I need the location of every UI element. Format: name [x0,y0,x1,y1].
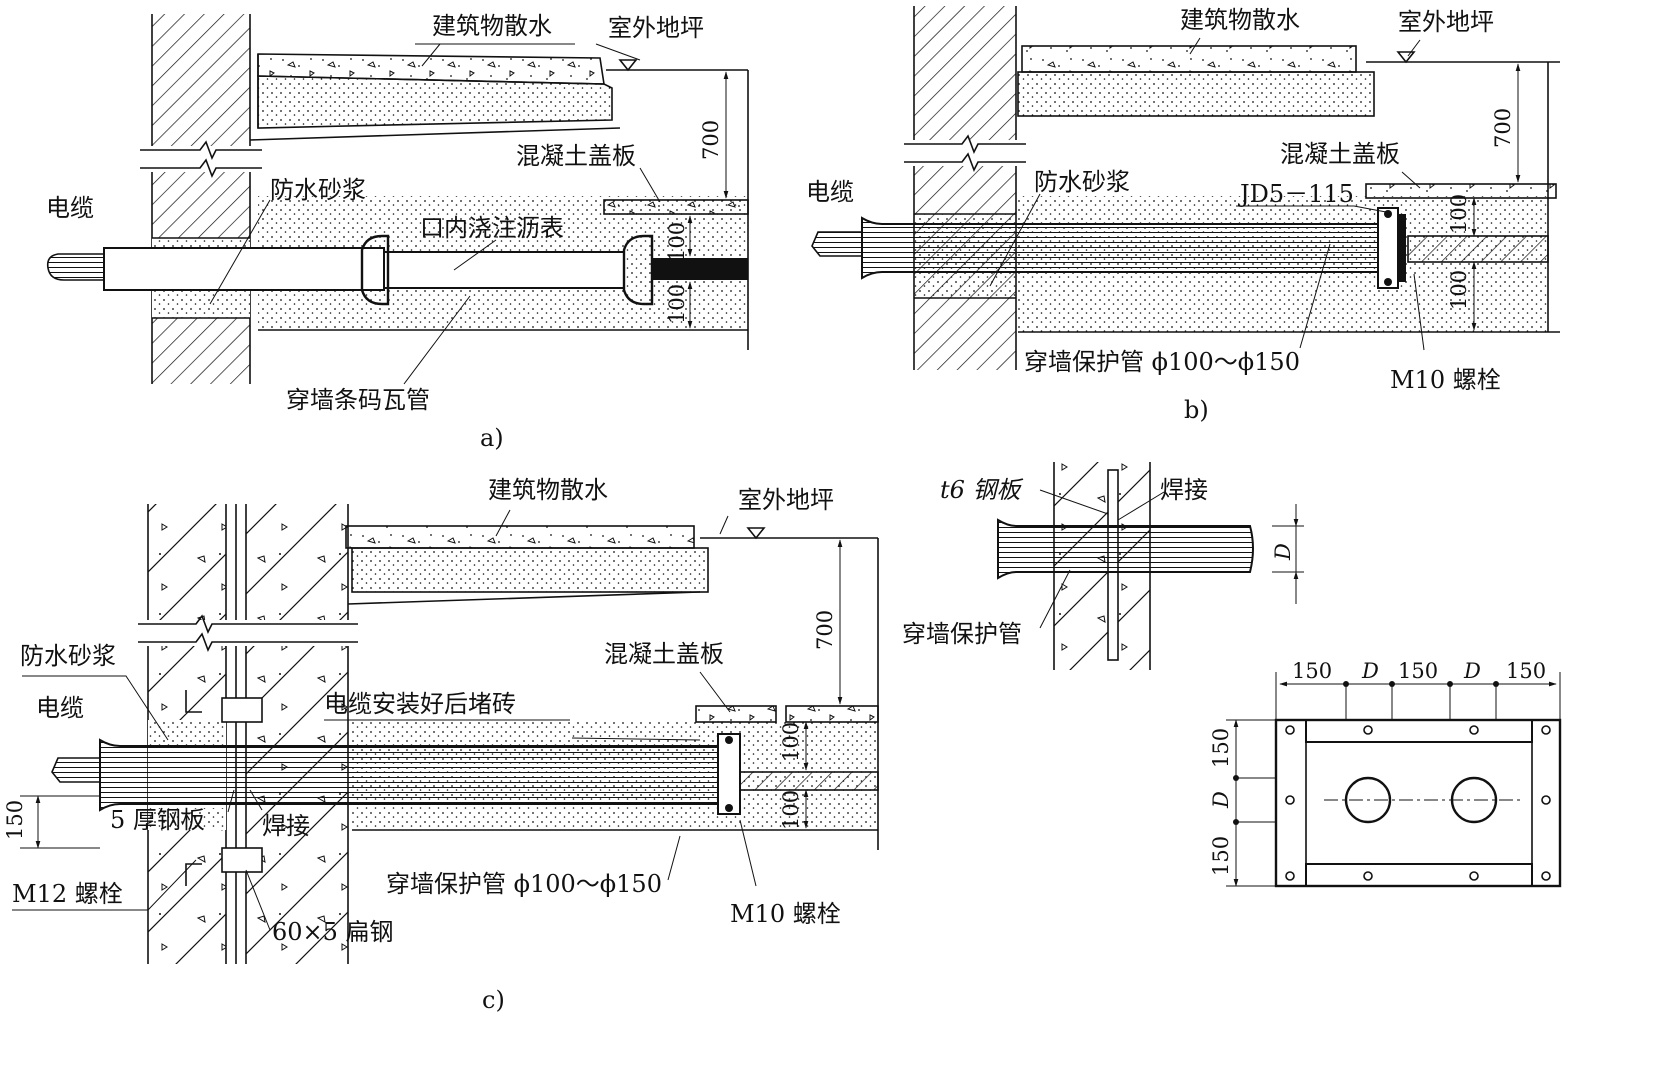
clay-pipe [103,247,385,291]
plate-plan-detail: 150 D 150 D 150 150 D 150 [1209,659,1562,888]
label-b-code: JD5－115 [1237,180,1354,208]
cable-b [811,231,863,257]
dim-b-depth: 700 [1491,108,1515,148]
dim-c-upper: 100 [779,722,803,762]
panel-c: 700 100 100 150 建筑物散水 室外地坪 混凝土盖板 防水砂浆 电缆… [3,476,879,1014]
label-b-mortar: 防水砂浆 [1034,168,1130,196]
label-detail-steel: t6 钢板 [940,476,1024,504]
plate-top-dim-4: D [1463,659,1481,683]
plate-side-dim-1: 150 [1209,728,1233,768]
detail-dim-d: D [1271,543,1295,561]
label-a-pipe: 穿墙条码瓦管 [286,386,430,414]
label-b-grade: 室外地坪 [1398,8,1494,36]
plate-side-dim-3: 150 [1209,836,1233,876]
label-a-cover: 混凝土盖板 [516,142,636,170]
label-c-mortar: 防水砂浆 [20,642,116,670]
dim-c-lower: 100 [779,790,803,830]
cable-a [46,253,104,281]
label-a-cable: 电缆 [46,194,94,222]
plate-top-dim-5: 150 [1506,659,1546,683]
mortar-fill [152,290,250,318]
label-b-bolt: M10 螺栓 [1390,366,1501,394]
panel-a: 700 100 100 建筑物散水 室外地坪 混凝土盖板 电缆 防水砂浆 口内浇… [46,12,749,452]
panel-b: 700 100 100 建筑物散水 室外地坪 混凝土盖板 电缆 防水砂浆 JD5… [806,6,1560,424]
label-c-flat: 60×5 扁钢 [272,918,394,946]
label-c-cover: 混凝土盖板 [604,640,724,668]
dim-a-depth: 700 [699,120,723,160]
plate-top-dim-2: D [1361,659,1379,683]
dim-a-upper: 100 [665,222,689,262]
caption-c: c) [482,986,505,1014]
wall-hatch-b [914,6,1016,370]
label-c-plate: 5 厚钢板 [110,806,205,834]
label-b-cable: 电缆 [806,178,854,206]
dim-b-lower: 100 [1447,270,1471,310]
label-detail-pipe: 穿墙保护管 [902,620,1022,648]
asphalt-plug [652,258,748,280]
cable-c [51,757,101,783]
label-detail-weld: 焊接 [1160,476,1208,504]
label-b-cover: 混凝土盖板 [1280,140,1400,168]
plate-top-dim-3: 150 [1398,659,1438,683]
caption-a: a) [480,424,504,452]
dim-a-lower: 100 [665,284,689,324]
label-c-cable: 电缆 [36,694,84,722]
label-c-m12: M12 螺栓 [12,880,123,908]
label-c-apron: 建筑物散水 [488,476,608,504]
label-c-pipe: 穿墙保护管 ϕ100～ϕ150 [386,870,662,898]
label-b-apron: 建筑物散水 [1180,6,1300,34]
detail-pipe [997,518,1254,580]
dim-c-offset: 150 [3,800,27,840]
label-c-brick: 电缆安装好后堵砖 [324,690,516,718]
label-a-mortar: 防水砂浆 [270,176,366,204]
protect-pipe-c [99,738,721,812]
label-a-asphalt: 口内浇注沥表 [420,214,564,242]
concrete-cover-a [603,199,749,215]
caption-b: b) [1184,396,1209,424]
label-b-pipe: 穿墙保护管 ϕ100～ϕ150 [1024,348,1300,376]
label-c-grade: 室外地坪 [738,486,834,514]
steel-plate-detail: D t6 钢板 焊接 穿墙保护管 [902,462,1304,670]
wall-hatch [152,14,250,384]
dim-c-depth: 700 [813,610,837,650]
plate-side-dim-2: D [1209,791,1233,809]
protect-pipe-b [861,216,1379,280]
dim-b-upper: 100 [1447,194,1471,234]
label-c-weld: 焊接 [262,812,310,840]
label-c-bolt: M10 螺栓 [730,900,841,928]
plate-outline [1274,718,1562,888]
label-a-grade: 室外地坪 [608,14,704,42]
label-a-apron: 建筑物散水 [432,12,552,40]
plate-top-dim-1: 150 [1292,659,1332,683]
